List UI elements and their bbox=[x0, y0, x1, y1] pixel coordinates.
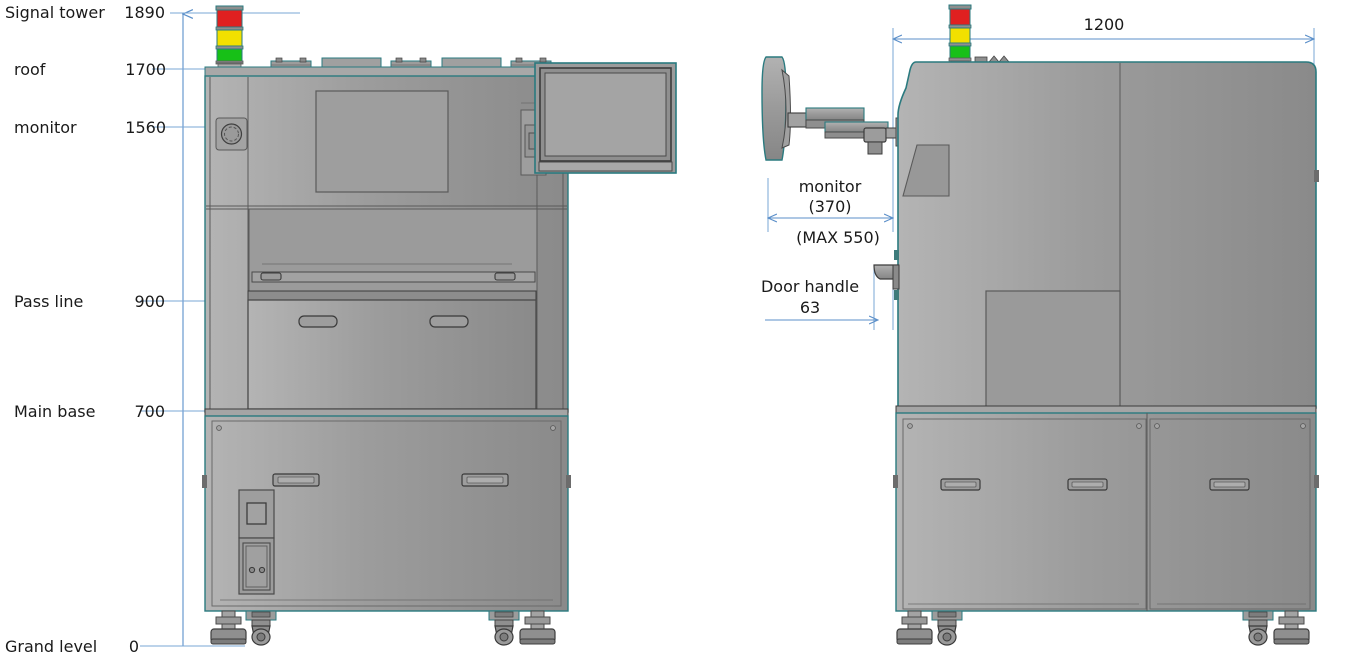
leveling-foot bbox=[1273, 610, 1310, 645]
front-height-label-pass-line: Pass line 900 bbox=[14, 292, 165, 311]
value-monitor-max: (MAX 550) bbox=[796, 228, 880, 247]
breaker-box[interactable] bbox=[238, 537, 275, 595]
leveling-foot bbox=[519, 610, 556, 645]
roof-fitting-side bbox=[974, 55, 1010, 63]
label-door-handle: Door handle bbox=[761, 277, 859, 296]
front-view-group: Signal tower 1890 roof 1700 monitor 1560… bbox=[5, 3, 677, 656]
caster-wheel bbox=[1242, 610, 1274, 646]
door-handle[interactable] bbox=[873, 264, 900, 290]
side-foot-assembly-right bbox=[1242, 610, 1310, 646]
roof-vent-group bbox=[270, 57, 552, 70]
leveling-foot bbox=[896, 610, 933, 645]
side-monitor bbox=[761, 56, 791, 161]
label-roof: roof bbox=[14, 60, 46, 79]
value-monitor: 1560 bbox=[125, 118, 166, 137]
value-main-base: 700 bbox=[134, 402, 165, 421]
value-roof: 1700 bbox=[125, 60, 166, 79]
signal-tower bbox=[948, 4, 972, 68]
value-signal-tower: 1890 bbox=[124, 3, 165, 22]
base-handle-2[interactable] bbox=[1067, 478, 1108, 491]
side-foot-assembly-left bbox=[896, 610, 963, 646]
base-handle-left[interactable] bbox=[272, 473, 320, 487]
value-grand-level: 0 bbox=[129, 637, 139, 656]
value-pass-line: 900 bbox=[134, 292, 165, 311]
door-handle-left[interactable] bbox=[298, 315, 338, 328]
side-view-group: 1200 monitor (370) (MAX 550) Door handle… bbox=[761, 4, 1319, 646]
door-handle-right[interactable] bbox=[429, 315, 469, 328]
label-monitor: monitor bbox=[14, 118, 77, 137]
value-monitor-depth: (370) bbox=[808, 197, 851, 216]
value-door-handle: 63 bbox=[800, 298, 820, 317]
label-pass-line: Pass line bbox=[14, 292, 83, 311]
front-height-label-monitor: monitor 1560 bbox=[14, 118, 166, 137]
main-access-door[interactable] bbox=[247, 290, 537, 410]
base-handle-3[interactable] bbox=[1209, 478, 1250, 491]
leveling-foot bbox=[210, 610, 247, 645]
front-foot-assembly-left bbox=[210, 610, 277, 646]
label-monitor-depth: monitor bbox=[799, 177, 862, 196]
front-height-label-roof: roof 1700 bbox=[14, 60, 166, 79]
base-cabinet bbox=[202, 408, 571, 612]
operator-monitor bbox=[534, 62, 677, 174]
front-height-label-grand-level: Grand level 0 bbox=[5, 637, 139, 656]
base-handle-1[interactable] bbox=[940, 478, 981, 491]
caster-wheel bbox=[488, 610, 520, 646]
front-dimension-leaders bbox=[140, 12, 300, 647]
label-grand-level: Grand level bbox=[5, 637, 97, 656]
upper-window-panel bbox=[315, 90, 449, 193]
side-door-handle-dimension: Door handle 63 bbox=[761, 268, 894, 330]
monitor-swing-arm bbox=[787, 107, 911, 155]
base-handle-right[interactable] bbox=[461, 473, 509, 487]
signal-tower bbox=[215, 5, 244, 70]
base-cabinet-doors bbox=[893, 405, 1319, 612]
front-foot-assembly-right bbox=[488, 610, 556, 646]
front-height-label-main-base: Main base 700 bbox=[14, 402, 165, 421]
upper-body-shell bbox=[894, 61, 1319, 409]
caster-wheel bbox=[931, 610, 963, 646]
pass-line-shutter bbox=[248, 208, 538, 300]
control-box[interactable] bbox=[238, 489, 275, 539]
label-signal-tower: Signal tower bbox=[5, 3, 105, 22]
value-overall-width: 1200 bbox=[1084, 15, 1125, 34]
front-height-label-signal-tower: Signal tower 1890 bbox=[5, 3, 165, 22]
side-monitor-depth-dimension: monitor (370) (MAX 550) bbox=[768, 30, 893, 247]
circular-fan-port bbox=[215, 117, 248, 151]
caster-wheel bbox=[245, 610, 277, 646]
label-main-base: Main base bbox=[14, 402, 95, 421]
